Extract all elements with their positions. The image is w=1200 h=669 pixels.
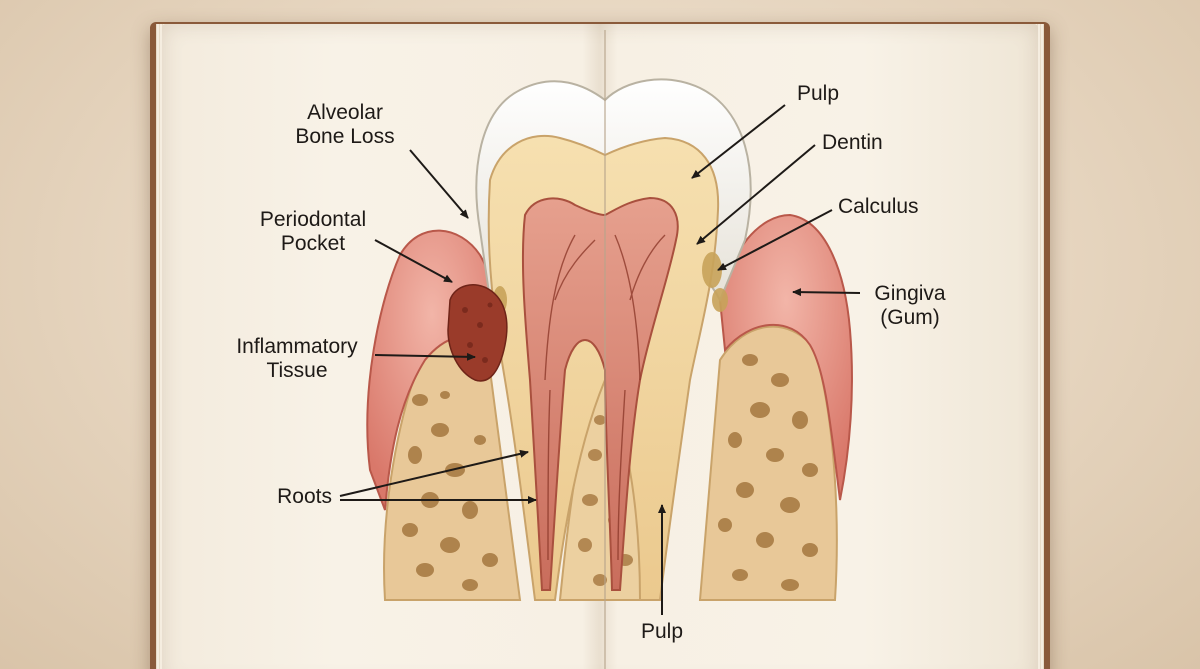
label-pulp-top: Pulp	[797, 82, 840, 105]
label-pulp-bottom: Pulp	[640, 620, 684, 643]
tooth-pulp	[521, 196, 679, 591]
label-gingiva-line1: Gingiva	[874, 282, 946, 305]
arrow-dentin	[696, 144, 816, 245]
label-periodontal-line1: Periodontal	[259, 208, 367, 231]
pulp-nerves	[544, 234, 666, 561]
arrow-roots-1	[339, 449, 529, 497]
label-roots: Roots	[277, 485, 332, 508]
label-dentin: Dentin	[822, 131, 883, 154]
gingiva-right	[718, 213, 853, 501]
book-page-edge-right	[1034, 24, 1044, 669]
arrow-gingiva	[792, 288, 861, 297]
alveolar-bone-right	[698, 325, 838, 601]
label-periodontal-line2: Pocket	[280, 232, 346, 255]
label-alveolar-line2: Bone Loss	[295, 125, 395, 148]
label-calculus: Calculus	[838, 195, 919, 218]
label-alveolar-line1: Alveolar	[307, 101, 383, 124]
label-inflammatory-tissue: Inflammatory Tissue	[222, 335, 372, 383]
arrow-pulp-top	[691, 104, 786, 179]
arrow-alveolar-bone-loss	[409, 149, 469, 219]
label-periodontal-pocket: Periodontal Pocket	[248, 208, 378, 256]
label-arrows	[339, 104, 861, 615]
label-gingiva: Gingiva (Gum)	[855, 282, 965, 330]
arrow-calculus	[717, 209, 833, 271]
arrow-inflammatory-tissue	[374, 352, 476, 361]
label-inflammatory-line2: Tissue	[266, 359, 328, 382]
arrow-periodontal-pocket	[374, 239, 453, 283]
book-page-edge-left	[156, 24, 166, 669]
label-inflammatory-line1: Inflammatory	[236, 335, 358, 358]
label-alveolar-bone-loss: Alveolar Bone Loss	[285, 101, 405, 149]
label-gingiva-line2: (Gum)	[880, 306, 940, 329]
